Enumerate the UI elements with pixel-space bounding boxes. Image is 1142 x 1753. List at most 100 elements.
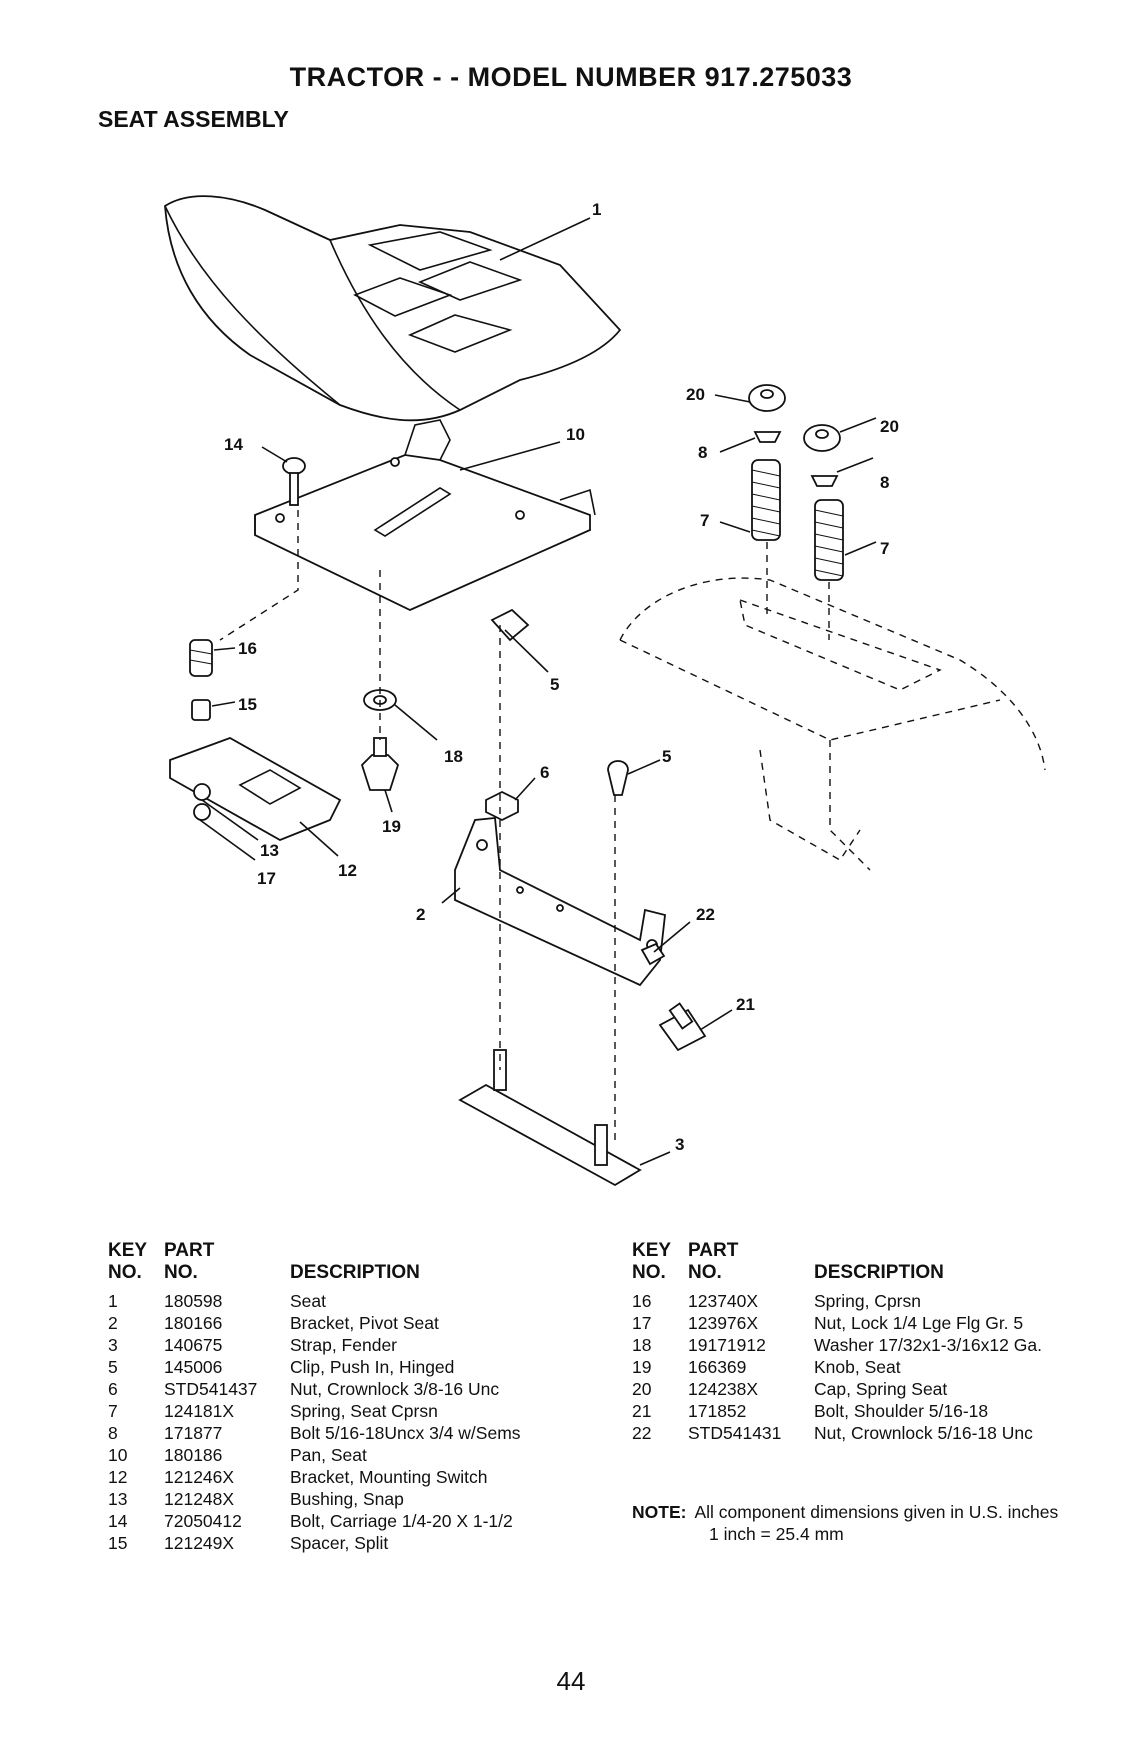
callout-17: 17 [257, 869, 276, 888]
part-number-cell: 171877 [164, 1423, 223, 1443]
spring-part [748, 384, 844, 581]
page-number: 44 [556, 1666, 586, 1696]
callout-2: 2 [416, 905, 425, 924]
callout-8: 8 [698, 443, 707, 462]
table-row: 8 171877 Bolt 5/16-18Uncx 3/4 w/Sems [108, 1422, 521, 1444]
part-description-cell: Cap, Spring Seat [814, 1379, 948, 1399]
callout-20: 20 [880, 417, 899, 436]
callout-labels: 1 14 10 20 20 8 8 7 7 16 15 5 18 6 5 13 … [224, 200, 899, 1154]
part-key-cell: 22 [632, 1423, 652, 1443]
part-key-cell: 17 [632, 1313, 652, 1333]
fender-strap-part [458, 1049, 642, 1187]
part-number-cell: 140675 [164, 1335, 223, 1355]
table-row: 21 171852 Bolt, Shoulder 5/16-18 [632, 1400, 1042, 1422]
part-number-cell: STD541437 [164, 1379, 258, 1399]
fender-outline [619, 577, 1046, 871]
callout-18: 18 [444, 747, 463, 766]
col-no: NO. [108, 1262, 142, 1283]
part-key-cell: 7 [108, 1401, 118, 1421]
part-description-cell: Washer 17/32x1-3/16x12 Ga. [814, 1335, 1042, 1355]
part-key-cell: 13 [108, 1489, 128, 1509]
part-number-cell: 121246X [164, 1467, 235, 1487]
part-description-cell: Bushing, Snap [290, 1489, 404, 1509]
col-part-no: NO. [164, 1262, 198, 1283]
table-row: 14 72050412 Bolt, Carriage 1/4-20 X 1-1/2 [108, 1510, 521, 1532]
part-number-cell: 180166 [164, 1313, 223, 1333]
part-number-cell: 180598 [164, 1291, 223, 1311]
part-number-cell: 166369 [688, 1357, 747, 1377]
part-key-cell: 14 [108, 1511, 128, 1531]
part-description-cell: Knob, Seat [814, 1357, 901, 1377]
table-row: 12 121246X Bracket, Mounting Switch [108, 1466, 521, 1488]
pivot-bracket-part [454, 817, 666, 987]
part-description-cell: Bolt 5/16-18Uncx 3/4 w/Sems [290, 1423, 521, 1443]
part-description-cell: Bracket, Mounting Switch [290, 1467, 488, 1487]
shoulder-bolt-part [640, 942, 707, 1052]
table-row: 2 180166 Bracket, Pivot Seat [108, 1312, 521, 1334]
callout-19: 19 [382, 817, 401, 836]
table-row: 19 166369 Knob, Seat [632, 1356, 1042, 1378]
part-key-cell: 12 [108, 1467, 128, 1487]
col-key: KEY [108, 1240, 148, 1261]
callout-13: 13 [260, 841, 279, 860]
part-key-cell: 16 [632, 1291, 652, 1311]
carriage-bolt-part [282, 457, 306, 506]
col-part-no: NO. [688, 1262, 722, 1283]
callout-21: 21 [736, 995, 755, 1014]
callout-6: 6 [540, 763, 549, 782]
part-number-cell: 121249X [164, 1533, 235, 1553]
col-no: NO. [632, 1262, 666, 1283]
callout-8: 8 [880, 473, 889, 492]
col-part: PART [164, 1240, 215, 1261]
part-key-cell: 8 [108, 1423, 118, 1443]
col-key: KEY [632, 1240, 672, 1261]
exploded-parts-diagram: 1 14 10 20 20 8 8 7 7 16 15 5 18 6 5 13 … [164, 195, 1046, 1187]
part-description-cell: Strap, Fender [290, 1335, 397, 1355]
switch-bracket-part [169, 639, 342, 841]
table-row: 17 123976X Nut, Lock 1/4 Lge Flg Gr. 5 [632, 1312, 1042, 1334]
callout-10: 10 [566, 425, 585, 444]
part-key-cell: 15 [108, 1533, 128, 1553]
part-number-cell: 72050412 [164, 1511, 242, 1531]
part-description-cell: Nut, Crownlock 5/16-18 Unc [814, 1423, 1033, 1443]
part-description-cell: Nut, Crownlock 3/8-16 Unc [290, 1379, 500, 1399]
callout-7: 7 [880, 539, 889, 558]
callout-16: 16 [238, 639, 257, 658]
dimensions-note: NOTE:All component dimensions given in U… [632, 1500, 1058, 1524]
part-key-cell: 5 [108, 1357, 118, 1377]
part-description-cell: Bolt, Shoulder 5/16-18 [814, 1401, 989, 1421]
callout-3: 3 [675, 1135, 684, 1154]
section-heading: SEAT ASSEMBLY [98, 106, 289, 132]
part-key-cell: 1 [108, 1291, 118, 1311]
note-label: NOTE: [632, 1502, 687, 1522]
part-number-cell: 19171912 [688, 1335, 766, 1355]
part-description-cell: Bolt, Carriage 1/4-20 X 1-1/2 [290, 1511, 513, 1531]
part-key-cell: 19 [632, 1357, 652, 1377]
callout-12: 12 [338, 861, 357, 880]
callout-22: 22 [696, 905, 715, 924]
part-key-cell: 10 [108, 1445, 128, 1465]
part-description-cell: Bracket, Pivot Seat [290, 1313, 439, 1333]
part-number-cell: 171852 [688, 1401, 747, 1421]
callout-7: 7 [700, 511, 709, 530]
callout-1: 1 [592, 200, 601, 219]
part-description-cell: Nut, Lock 1/4 Lge Flg Gr. 5 [814, 1313, 1024, 1333]
part-key-cell: 6 [108, 1379, 118, 1399]
part-key-cell: 21 [632, 1401, 652, 1421]
part-number-cell: 123976X [688, 1313, 759, 1333]
part-number-cell: 180186 [164, 1445, 223, 1465]
callout-5: 5 [662, 747, 671, 766]
part-key-cell: 20 [632, 1379, 652, 1399]
part-number-cell: 123740X [688, 1291, 759, 1311]
part-description-cell: Pan, Seat [290, 1445, 367, 1465]
part-key-cell: 2 [108, 1313, 118, 1333]
